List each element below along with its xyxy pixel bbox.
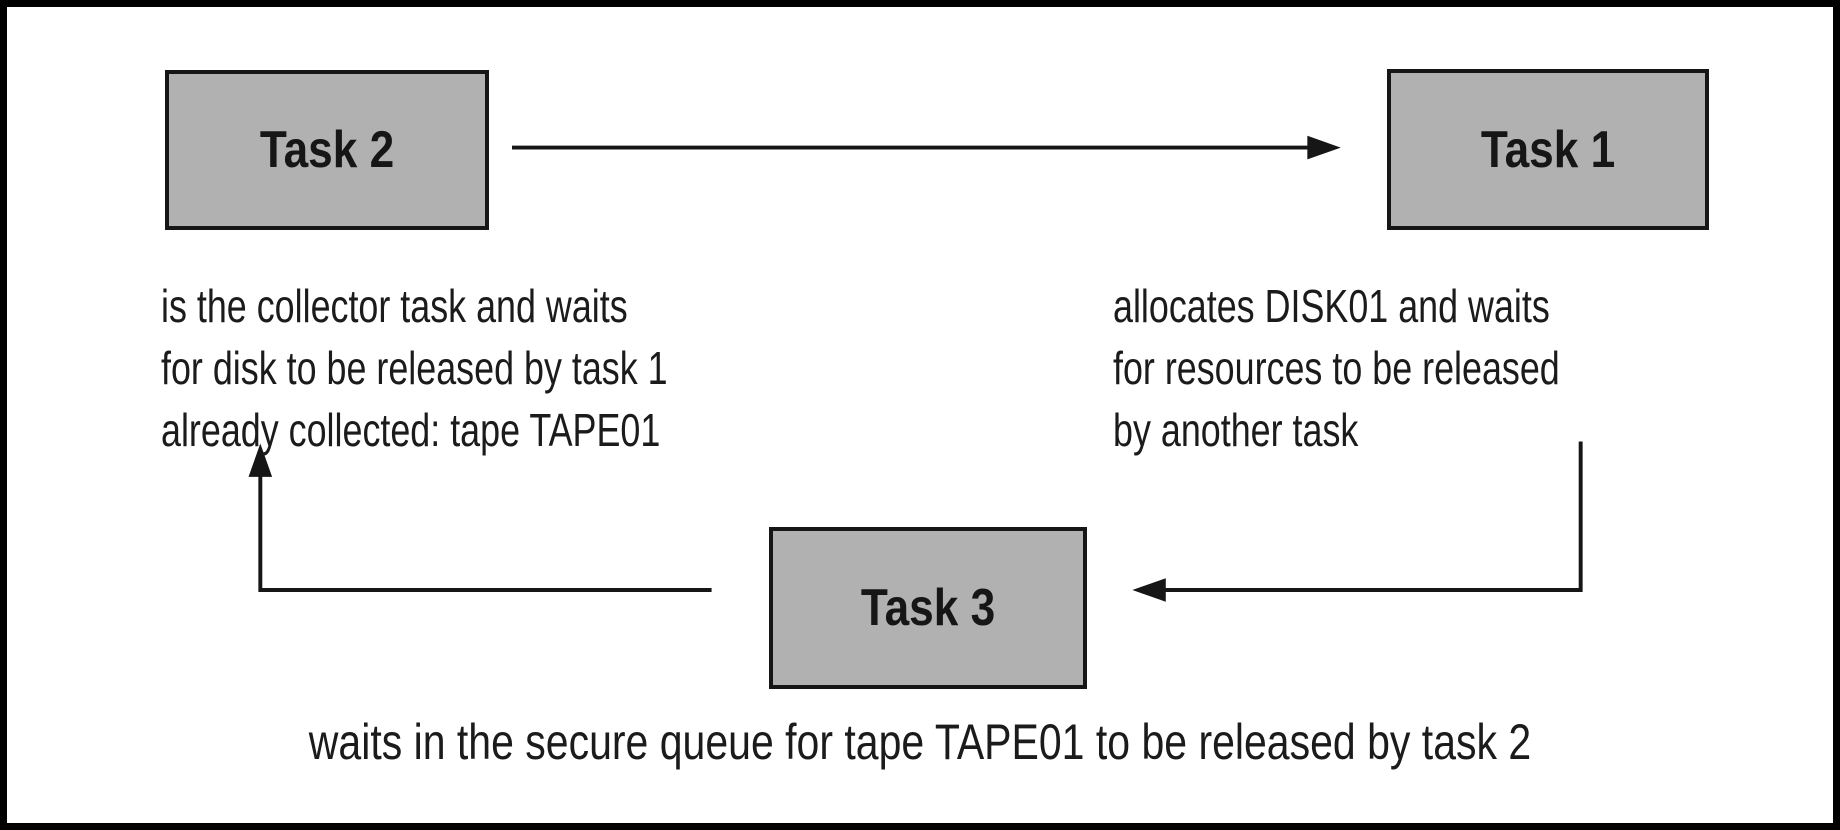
note-task1-line-1: allocates DISK01 and waits [1113, 280, 1550, 332]
node-task3-label: Task 3 [860, 579, 996, 637]
node-task2-label: Task 2 [259, 121, 395, 179]
edge-task1-to-task3-line [1160, 441, 1583, 592]
note-task2-line-3: already collected: tape TAPE01 [161, 404, 661, 456]
node-task1-label: Task 1 [1480, 120, 1616, 179]
note-task2-line-2: for disk to be released by task 1 [161, 342, 668, 394]
node-task2: Task 2 [165, 70, 489, 230]
node-task1: Task 1 [1387, 69, 1709, 230]
edge-task2-to-task1-arrowhead [1307, 135, 1341, 160]
node-task3: Task 3 [769, 527, 1087, 689]
connector-layer [248, 135, 1583, 602]
note-task2-line-1: is the collector task and waits [161, 280, 628, 332]
note-task2: is the collector task and waits for disk… [161, 275, 668, 461]
note-task1: allocates DISK01 and waits for resources… [1113, 275, 1560, 461]
edge-task1-to-task3-arrowhead [1132, 578, 1166, 602]
note-task1-line-2: for resources to be released [1113, 342, 1560, 394]
note-task3: waits in the secure queue for tape TAPE0… [308, 714, 1532, 770]
edge-task3-to-task2-line [258, 471, 712, 592]
note-task1-line-3: by another task [1113, 404, 1359, 456]
edge-task3-to-task2-arrowhead [248, 443, 273, 477]
